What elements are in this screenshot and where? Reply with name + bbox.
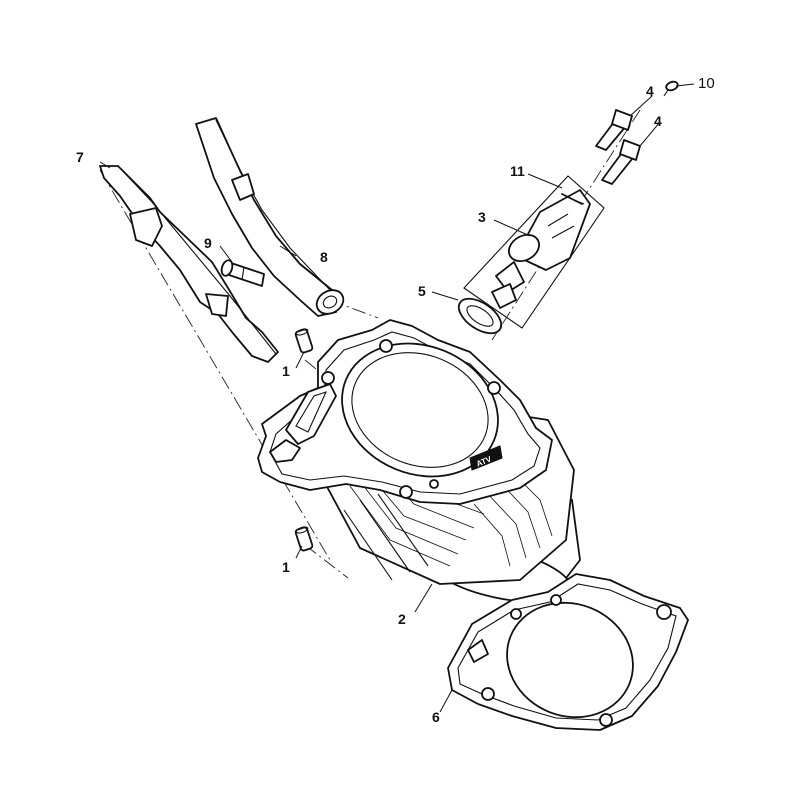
cylinder-bore-outer [341, 342, 499, 478]
stud-hole-front-right [487, 381, 501, 395]
curved-guide-pivot-boss [315, 289, 345, 315]
gasket-hole-back [550, 594, 562, 606]
dowel-upper-body [294, 328, 314, 354]
dowel-upper-end [295, 328, 309, 336]
plug-screw[interactable] [663, 80, 679, 97]
callout-10: 10 [698, 75, 715, 92]
callout-5: 5 [418, 283, 426, 299]
spring-bolt-body [561, 193, 583, 205]
cylinder-bore-inner [351, 352, 489, 468]
bolt-4-axis [491, 109, 641, 341]
tensioner-spring-bolt[interactable] [561, 193, 583, 205]
tensioner-gasket-outer [457, 297, 503, 335]
dowel-pin-lower[interactable] [294, 526, 314, 552]
gasket-inner-edge [457, 583, 677, 721]
gasket-hole-back-right [656, 604, 672, 620]
bolt-lower-head [619, 139, 641, 161]
pivot-bore [322, 295, 338, 309]
chain-tunnel-lower-slot [269, 439, 301, 463]
gasket-hole-back-left [510, 608, 522, 620]
cam-chain-tensioner[interactable] [463, 175, 605, 329]
callout-labels: 7 8 9 1 1 2 6 5 3 11 4 4 10 [76, 75, 715, 725]
callout-4-upper: 4 [646, 83, 654, 99]
guide-rail-mount-tab [129, 207, 163, 247]
cylinder-block[interactable]: ATV [257, 319, 581, 612]
gasket-hole-front-right [599, 713, 613, 727]
dowel-lower-body [294, 526, 314, 552]
bolt-upper-head [611, 109, 633, 131]
chain-guide-curved[interactable] [195, 117, 348, 319]
gasket-hole-front-left [481, 687, 495, 701]
pivot-pin-head [220, 259, 234, 277]
callout-8: 8 [320, 249, 328, 265]
callout-11: 11 [510, 163, 525, 179]
callout-1-upper: 1 [282, 363, 290, 379]
pivot-pin-groove [241, 266, 245, 281]
tensioner-gasket-inner [466, 305, 494, 327]
callout-3: 3 [478, 209, 486, 225]
gasket-chain-slot [467, 639, 489, 663]
stud-hole-back-right [379, 339, 393, 353]
pivot-pin[interactable] [220, 259, 265, 287]
tensioner-bolt-lower[interactable] [601, 139, 641, 185]
callout-4-lower: 4 [654, 113, 662, 129]
guide-rail-edge [117, 165, 277, 355]
stud-hole-front-left [399, 485, 413, 499]
chain-guide-rail[interactable] [99, 165, 279, 363]
tensioner-bolt-upper[interactable] [595, 109, 633, 151]
callout-6: 6 [432, 709, 440, 725]
callout-1-lower: 1 [282, 559, 290, 575]
callout-2: 2 [398, 611, 406, 627]
tensioner-gasket[interactable] [453, 292, 507, 340]
tensioner-callout-frame [463, 175, 605, 329]
curved-guide-clip [231, 173, 255, 201]
callout-7: 7 [76, 149, 84, 165]
guide-rail-lower-tab [205, 293, 229, 317]
dowel-pin-upper[interactable] [294, 328, 314, 354]
tensioner-flange [508, 233, 540, 263]
cylinder-stamp-plate [469, 445, 503, 471]
gasket-bore-opening [506, 601, 634, 719]
dowel-lower-end [295, 526, 309, 534]
curved-guide-edge [215, 119, 331, 291]
tensioner-plunger-tip [491, 283, 517, 309]
cam-chain-tunnel-inner [295, 391, 328, 433]
cam-chain-tunnel [285, 383, 337, 445]
cylinder-base-gasket[interactable] [447, 573, 689, 736]
oil-gallery-hole [429, 479, 439, 489]
plug-screw-head [665, 80, 679, 92]
leader-lines [99, 83, 695, 713]
dowel-lower-axis [304, 544, 349, 579]
callout-9: 9 [204, 235, 212, 251]
stud-hole-back-left [321, 371, 335, 385]
